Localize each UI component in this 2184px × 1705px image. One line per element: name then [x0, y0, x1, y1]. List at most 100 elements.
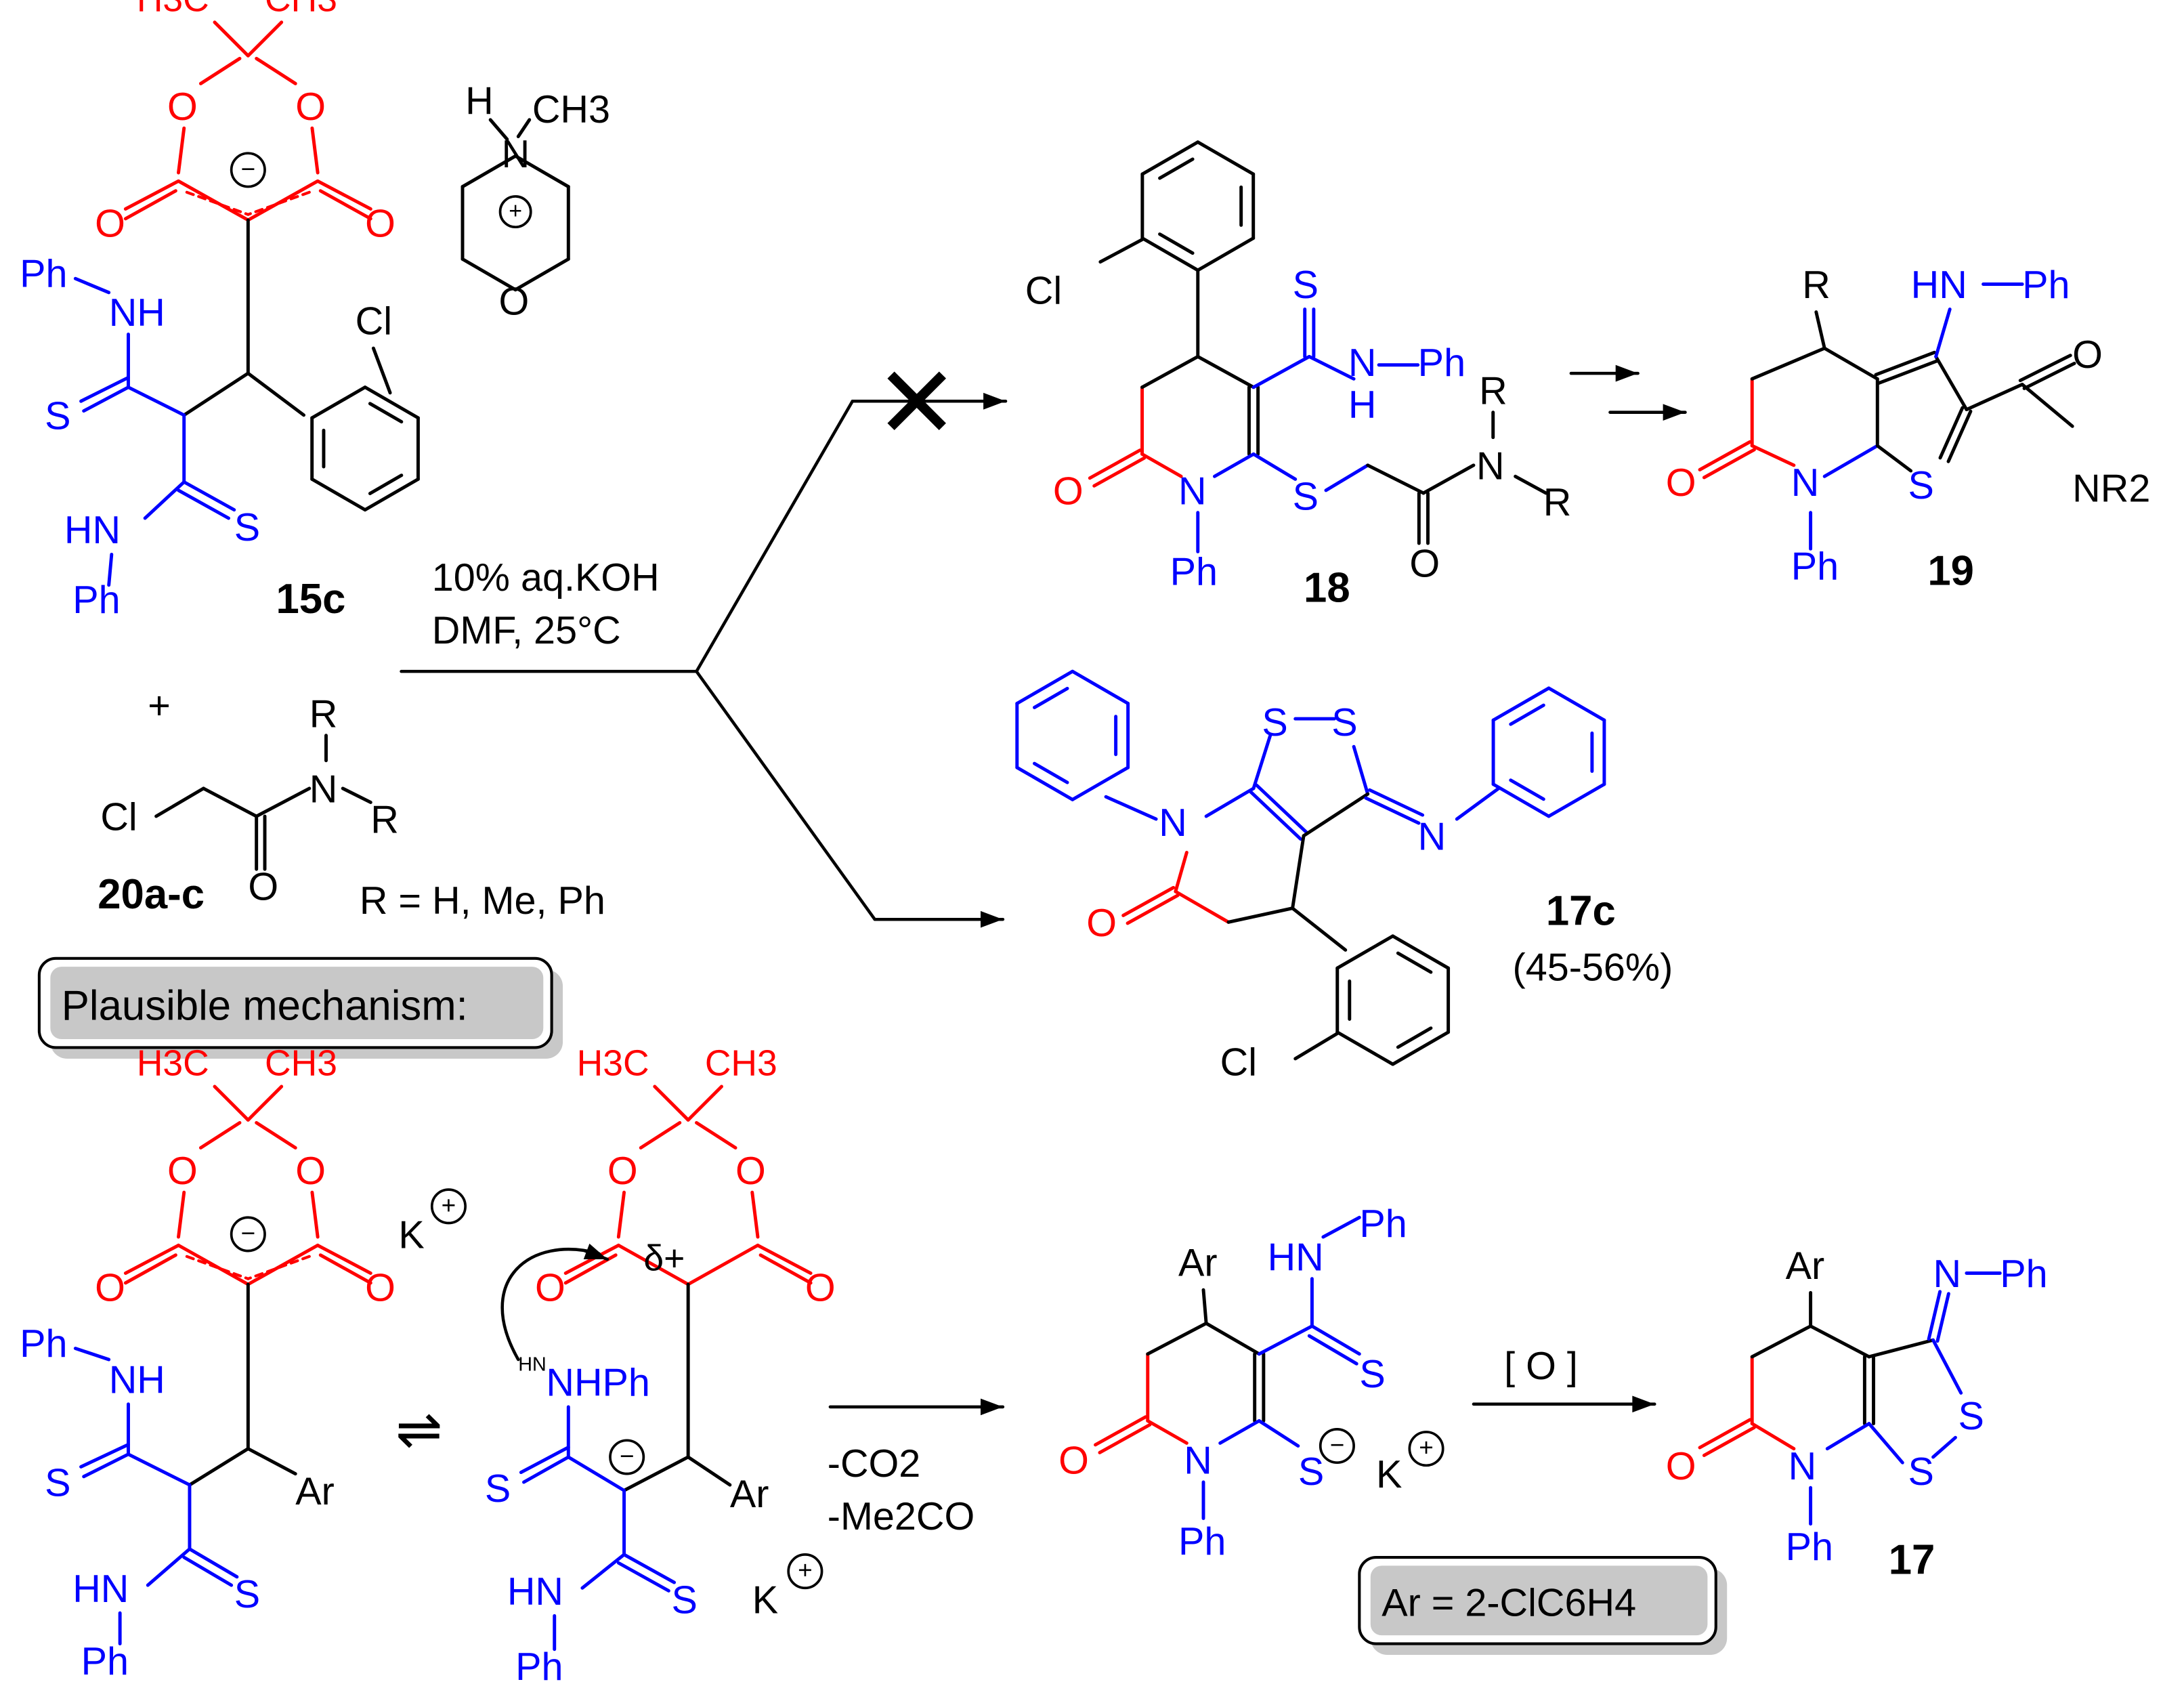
bond: [198, 56, 242, 85]
bond: [1121, 885, 1176, 917]
bond: [143, 480, 186, 520]
yield-text: (45-56%): [1513, 946, 1673, 990]
bond: [1033, 761, 1069, 784]
potassium-charge-sign: +: [1419, 1433, 1434, 1462]
phenyl-label: Ph: [1791, 545, 1839, 588]
byproduct-co2: -CO2: [828, 1442, 921, 1486]
arrow-head: [1615, 364, 1638, 382]
carbanion-charge-sign: −: [241, 1219, 256, 1247]
oxygen-label: O: [498, 280, 529, 324]
bond: [1251, 452, 1298, 481]
bond: [363, 477, 420, 512]
bond: [1391, 934, 1451, 970]
nitrogen-label: N: [1789, 1445, 1817, 1488]
bond: [1158, 232, 1195, 255]
oxygen-label: O: [167, 85, 198, 129]
sulfur-label: S: [1293, 264, 1319, 307]
bond: [1174, 851, 1189, 893]
potassium-label: K: [752, 1578, 778, 1622]
r-definition: R = H, Me, Ph: [360, 879, 605, 923]
bond: [185, 190, 250, 216]
mechanism-title: Plausible mechanism:: [62, 982, 468, 1029]
phenyl-label: Ph: [20, 1322, 67, 1366]
oxygen-label: O: [2072, 333, 2103, 377]
bond: [1088, 448, 1142, 480]
bond: [1702, 448, 1756, 480]
arrow-head: [583, 1243, 607, 1259]
methyl-label: CH3: [265, 1044, 337, 1084]
bond: [82, 1452, 130, 1479]
bond: [368, 402, 404, 424]
bond: [107, 552, 114, 587]
byproduct-acetone: -Me2CO: [828, 1495, 975, 1538]
nitrogen-label: N: [1348, 341, 1377, 385]
bond: [1491, 782, 1551, 818]
bond: [1934, 308, 1952, 358]
bond: [1547, 782, 1606, 818]
bond: [1547, 686, 1606, 722]
carbonyl-oxygen: O: [365, 203, 395, 246]
bond: [246, 20, 284, 58]
bond: [1368, 788, 1425, 817]
phenyl-label: Ph: [2022, 264, 2070, 307]
bond: [1251, 734, 1272, 791]
bond: [255, 786, 312, 818]
bond: [1196, 236, 1256, 272]
bond: [1310, 1324, 1361, 1356]
bond: [1204, 1322, 1261, 1356]
bond: [750, 1190, 760, 1239]
compound-label-17c: 17c: [1546, 887, 1616, 934]
bond: [202, 786, 259, 818]
bond: [188, 1447, 250, 1487]
bond: [341, 786, 372, 804]
hn-label: HN: [507, 1570, 563, 1614]
reagent-text: 10% aq.KOH: [432, 556, 660, 599]
bond: [1874, 350, 1936, 377]
r-label: R: [1543, 481, 1572, 524]
bond: [1015, 765, 1075, 801]
compound-label-17: 17: [1889, 1537, 1935, 1584]
bond: [1204, 786, 1256, 818]
bond: [1750, 1324, 1813, 1359]
bond: [1822, 346, 1879, 381]
bond: [1307, 354, 1356, 381]
phenyl-label: Ph: [72, 578, 120, 622]
bond: [1140, 236, 1200, 272]
bond: [182, 480, 236, 512]
carbanion-charge-sign: −: [620, 1441, 635, 1470]
nitrogen-label: N: [502, 133, 530, 176]
bond: [616, 1190, 626, 1239]
bond: [363, 385, 420, 420]
nitrogen-label: N: [1184, 1439, 1212, 1483]
amide-label: NR2: [2072, 467, 2150, 510]
bond: [1140, 354, 1200, 390]
methyl-label: H3C: [577, 1044, 649, 1084]
bond: [1291, 834, 1306, 910]
bond: [177, 126, 186, 175]
bond: [247, 190, 311, 216]
thiolate-charge: [1319, 1427, 1355, 1465]
bond: [182, 1555, 234, 1587]
sulfur-label: S: [1262, 701, 1287, 744]
bond: [1364, 796, 1421, 825]
bond: [616, 1243, 690, 1286]
sulfur-label: S: [1908, 1450, 1934, 1494]
bond: [1291, 906, 1348, 952]
arrow-head: [980, 1398, 1003, 1416]
bond: [622, 1455, 690, 1492]
bond: [513, 154, 570, 189]
bond: [1931, 1435, 1957, 1459]
bond: [1158, 157, 1195, 180]
sulfur-label: S: [1958, 1395, 1984, 1438]
bond: [1126, 893, 1180, 925]
phenyl-label: Ph: [1178, 1520, 1226, 1563]
carbanion-charge: [609, 1439, 645, 1475]
bond: [695, 399, 855, 673]
bond: [177, 488, 231, 520]
bond: [1750, 346, 1826, 381]
aryl-label: Ar: [295, 1470, 335, 1513]
compound-label-19: 19: [1927, 548, 1974, 595]
oxygen-label: O: [1058, 1439, 1089, 1483]
bond: [1092, 456, 1147, 488]
bond: [255, 1120, 297, 1150]
